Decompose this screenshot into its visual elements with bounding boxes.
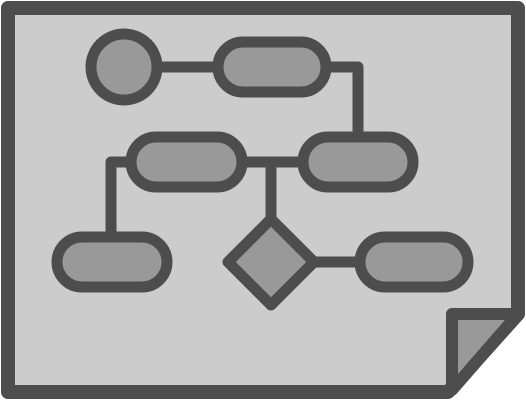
decision-diamond-node	[222, 213, 320, 311]
start-circle-node	[85, 28, 163, 106]
connector-mid-pill-to-left-pill	[105, 156, 137, 242]
top-pill-node	[212, 36, 332, 98]
right-pill-node	[297, 131, 419, 193]
nodes	[51, 28, 474, 311]
connectors	[105, 61, 366, 268]
connector-top-pill-to-right-pill	[320, 61, 364, 142]
bottom-left-pill-node	[51, 231, 173, 293]
bottom-right-pill-node	[354, 231, 474, 293]
folded-corner	[446, 308, 524, 396]
middle-pill-node	[125, 131, 248, 193]
